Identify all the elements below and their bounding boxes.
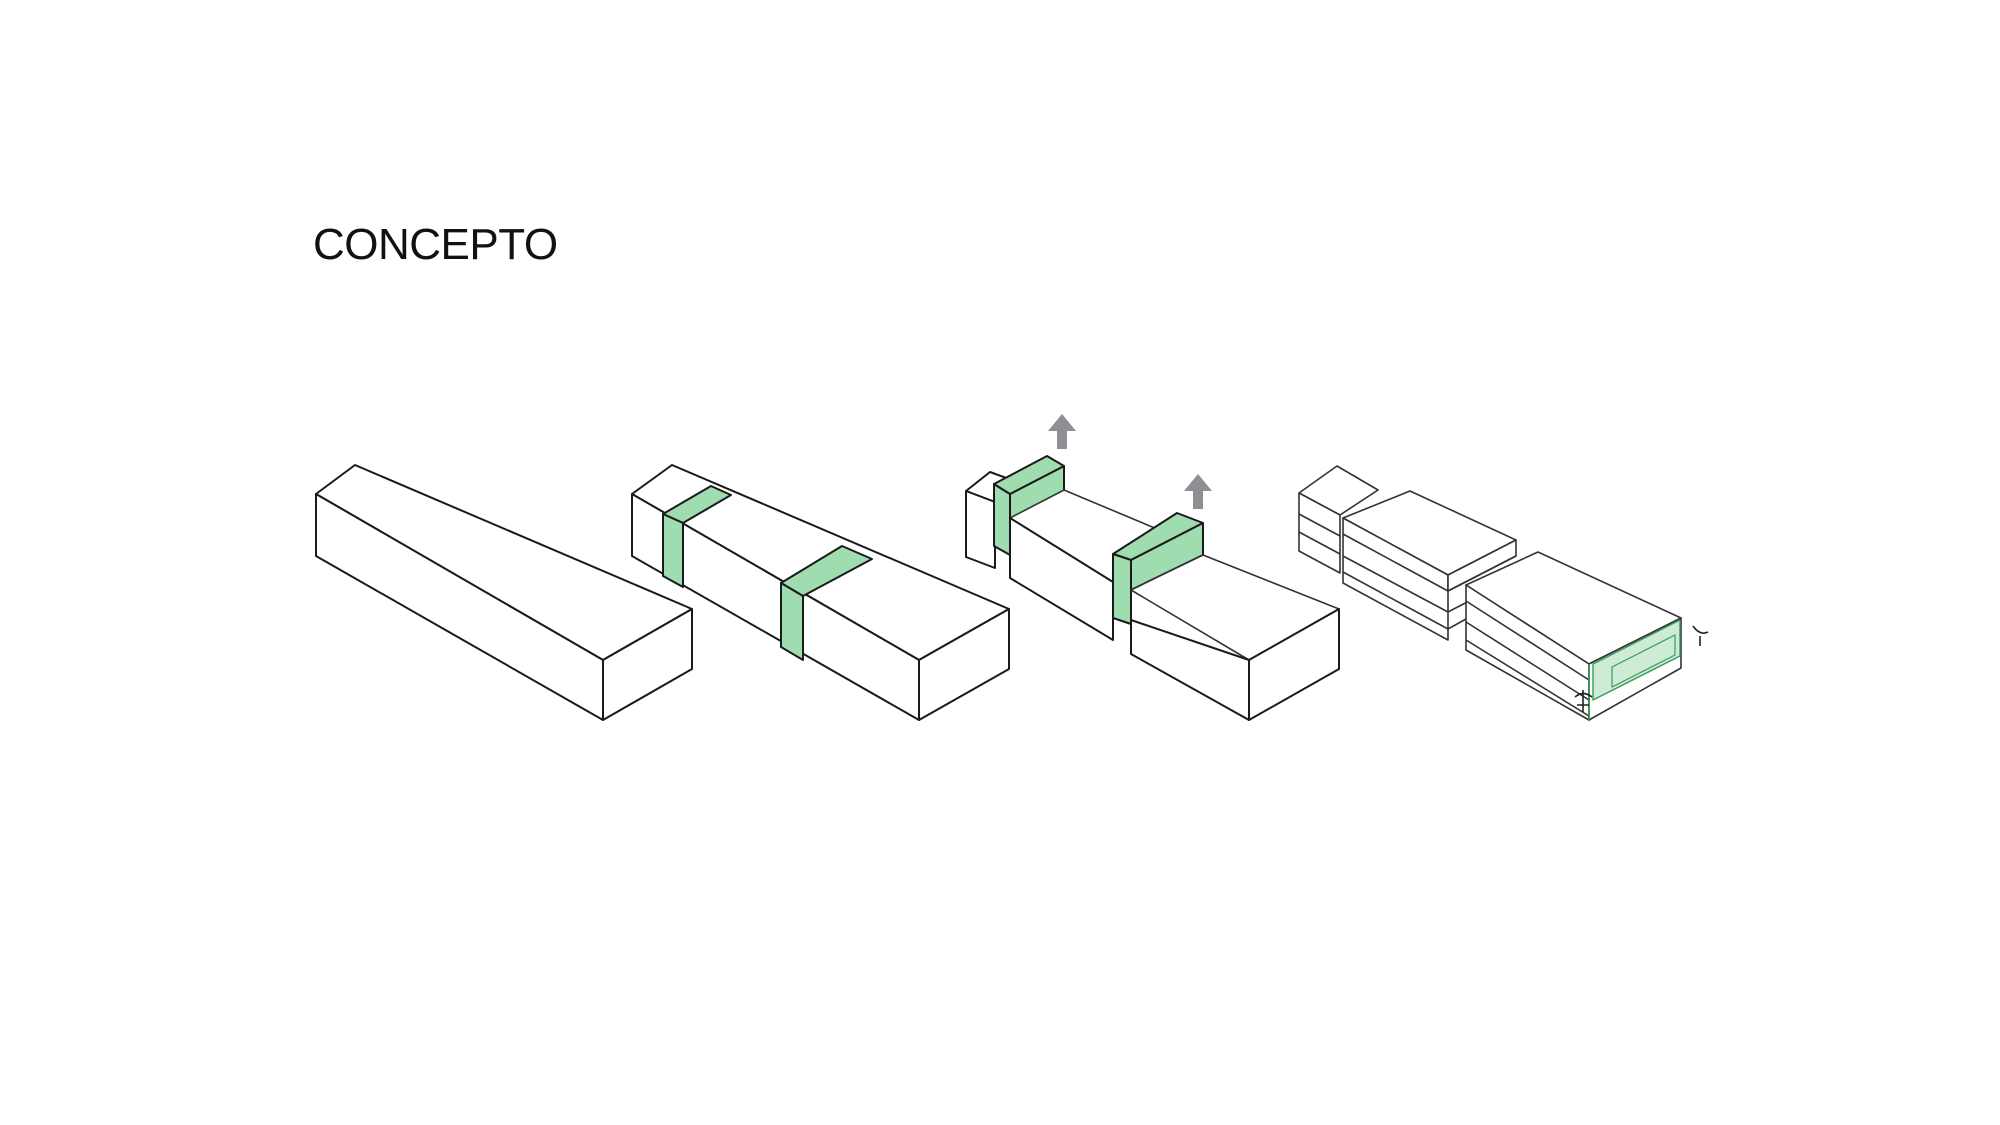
- stage-3-middle-block-front: [1009, 517, 1114, 641]
- person-mark-icon: [1692, 625, 1709, 646]
- stage-4-blocks: [1298, 465, 1682, 721]
- stage-4-large-floor-line: [1465, 600, 1590, 681]
- stage-4-large-floor-line: [1465, 621, 1590, 701]
- tree-mark-icon: [1574, 690, 1593, 712]
- stage-4-tower-floor-line: [1298, 513, 1341, 537]
- stage-4-tower-front: [1298, 492, 1341, 574]
- stage-3-blocks: [965, 455, 1340, 721]
- stage-3-green-1-front: [993, 483, 1011, 556]
- stage-3-small-block-front: [965, 490, 996, 569]
- stage-1-end-face: [602, 608, 693, 721]
- scale-marks: [1574, 625, 1709, 712]
- up-arrows: [1048, 414, 1212, 509]
- stage-1-block: [315, 464, 693, 721]
- stage-2-block: [631, 464, 1010, 721]
- stage-4-green-inner: [1611, 634, 1676, 688]
- stage-3-green-2-front: [1112, 553, 1132, 625]
- stage-2-end-face: [918, 608, 1010, 721]
- stage-3-green-1-top: [993, 455, 1065, 495]
- stage-2-band-1-front: [662, 513, 684, 588]
- stage-2-band-2-front: [780, 582, 804, 661]
- stage-3-right-block-end: [1248, 608, 1340, 721]
- stage-4-middle-floor-line: [1342, 533, 1517, 592]
- up-arrow-icon-1: [1048, 414, 1076, 449]
- stage-4-middle-floor-line: [1342, 571, 1467, 630]
- page-title: CONCEPTO: [313, 220, 558, 269]
- stage-4-large-floor-line: [1465, 639, 1590, 717]
- stage-4-tower-floor-line: [1298, 531, 1341, 555]
- up-arrow-icon-2: [1184, 474, 1212, 509]
